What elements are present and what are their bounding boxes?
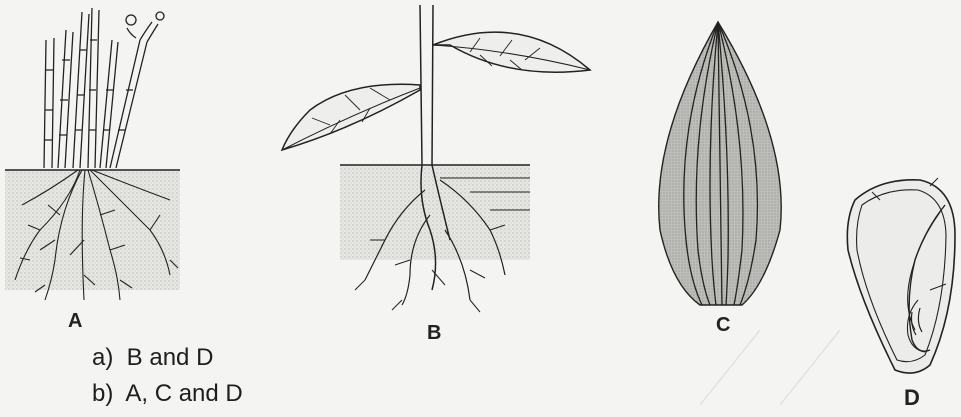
answer-option-a[interactable]: a) B and D [92, 344, 213, 372]
faint-watermark-lines [700, 330, 840, 405]
figure-c-label: C [716, 314, 730, 337]
figure-d-label: D [904, 385, 920, 411]
figure-a-label: A [68, 310, 82, 333]
figure-b-label: B [427, 322, 441, 345]
answer-option-b[interactable]: b) A, C and D [92, 380, 243, 408]
figure-c-parallel-leaf-icon [659, 22, 782, 305]
figure-b-taproot-icon [282, 5, 590, 312]
figure-d-seed-section-icon [847, 178, 955, 373]
figure-a-fibrous-root-icon [5, 8, 180, 300]
